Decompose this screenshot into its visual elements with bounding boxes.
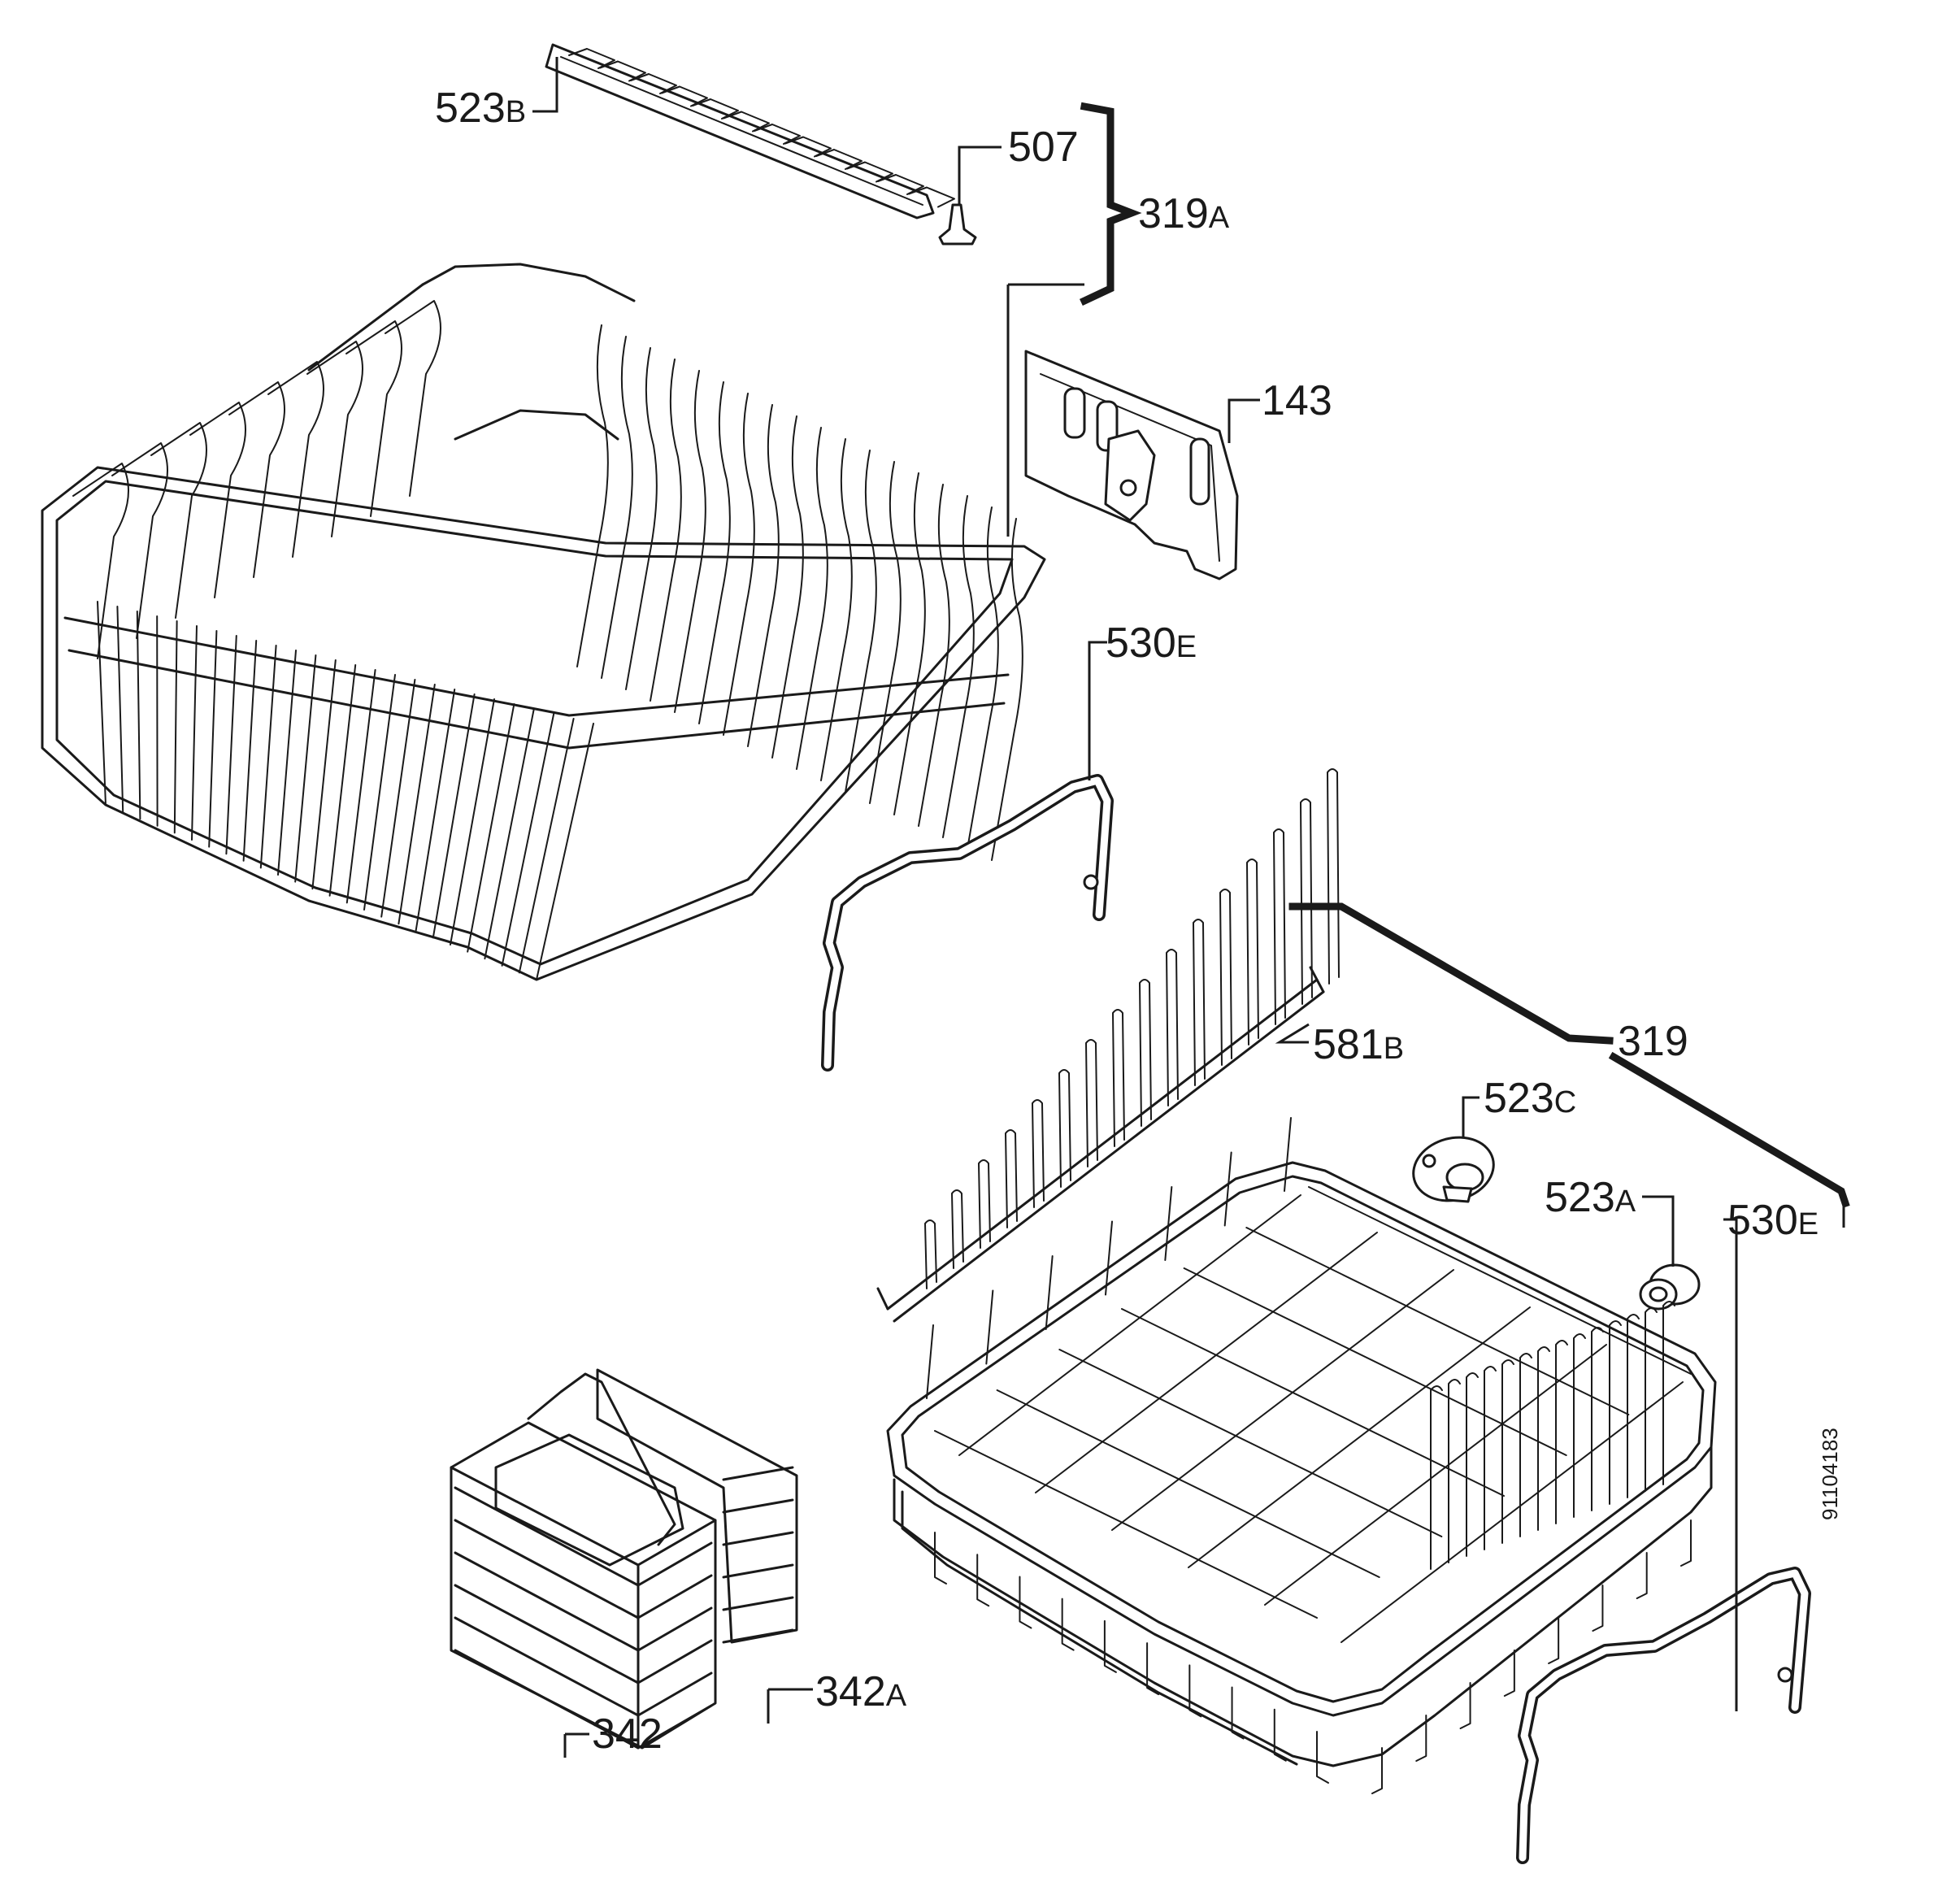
part-label-523a: 523A: [1545, 1174, 1636, 1221]
part-label-530e-lower: 530E: [1727, 1197, 1818, 1244]
leader-lines: [532, 57, 1850, 1758]
part-label-523c: 523C: [1484, 1075, 1576, 1122]
wheel-523c-drawing: [1412, 1136, 1495, 1203]
part-label-507: 507: [1008, 124, 1079, 171]
cutlery-basket-342-drawing: [450, 1372, 717, 1750]
lower-basket-drawing: [886, 1117, 1717, 1794]
part-label-342a: 342A: [815, 1668, 907, 1715]
part-label-530e-upper: 530E: [1106, 619, 1197, 667]
rail-bracket-143-drawing: [1024, 350, 1239, 580]
part-label-319: 319: [1618, 1018, 1688, 1065]
upper-basket-drawing: [41, 263, 1046, 981]
cup-shelf-523b-drawing: [545, 43, 955, 220]
cutlery-basket-342a-drawing: [596, 1368, 798, 1644]
plate-rack-insert-581b-drawing: [876, 768, 1340, 1323]
part-label-581b: 581B: [1313, 1021, 1404, 1068]
part-label-319a: 319A: [1138, 190, 1230, 237]
part-label-342: 342: [592, 1711, 663, 1758]
drawing-number: 91104183: [1818, 1428, 1842, 1520]
part-label-143: 143: [1262, 377, 1332, 424]
slide-rail-530e-upper-drawing: [821, 774, 1114, 1072]
slide-rail-530e-lower-drawing: [1516, 1567, 1811, 1864]
part-label-523b: 523B: [435, 85, 526, 132]
pin-507-drawing: [938, 203, 977, 246]
part-labels: 523B 507 319A 143 530E 319 581B 523C 523…: [435, 85, 1842, 1758]
